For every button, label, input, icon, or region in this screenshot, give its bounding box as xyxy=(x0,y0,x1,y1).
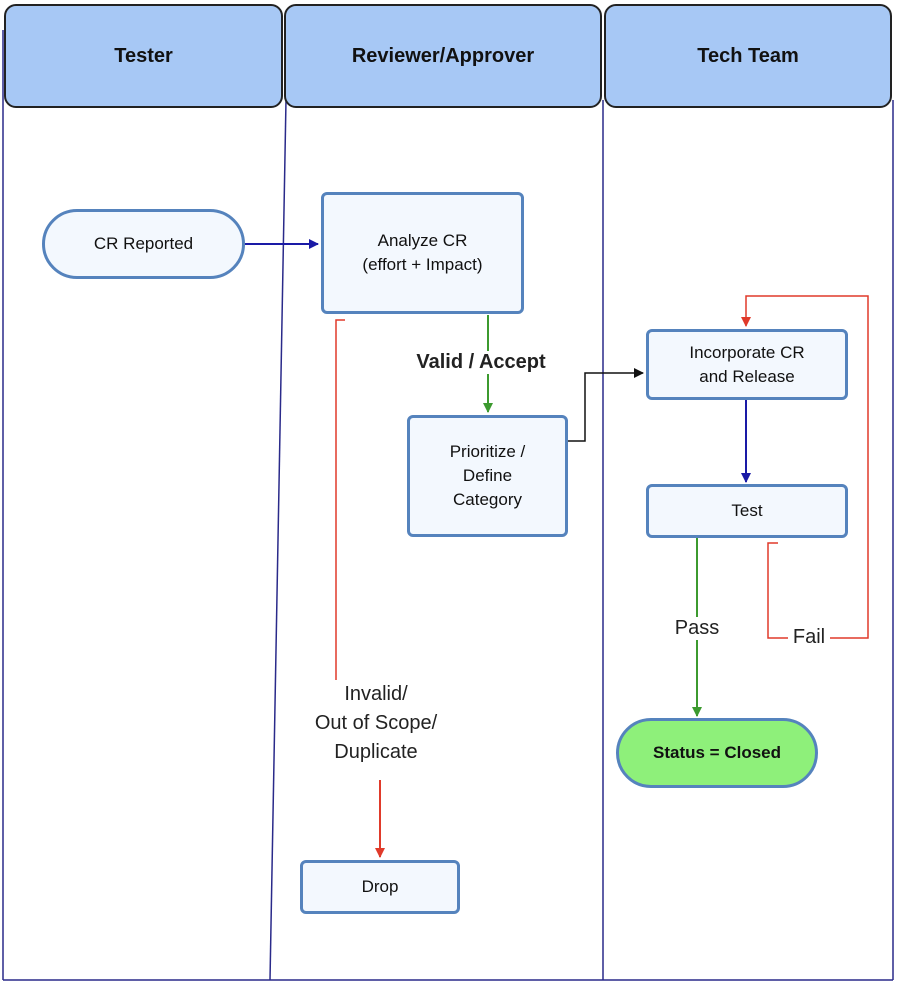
node-prioritize: Prioritize / Define Category xyxy=(407,415,568,537)
edge-fail-loop xyxy=(741,295,869,639)
node-cr-reported: CR Reported xyxy=(42,209,245,279)
lane-header-tester: Tester xyxy=(4,4,283,108)
edge-label-pass: Pass xyxy=(666,617,728,640)
edge-label-fail: Fail xyxy=(788,626,830,649)
node-incorporate-cr: Incorporate CR and Release xyxy=(646,329,848,400)
node-analyze-cr: Analyze CR (effort + Impact) xyxy=(321,192,524,314)
edge-label-invalid: Invalid/ Out of Scope/ Duplicate xyxy=(296,680,456,767)
lane-header-reviewer: Reviewer/Approver xyxy=(284,4,602,108)
edge-prioritize-to-incorporate xyxy=(568,368,644,442)
node-status-closed: Status = Closed xyxy=(616,718,818,788)
lane-header-tech-team: Tech Team xyxy=(604,4,892,108)
lane-divider-tester-reviewer xyxy=(269,99,287,981)
node-drop: Drop xyxy=(300,860,460,914)
node-test: Test xyxy=(646,484,848,538)
edge-analyze-to-drop xyxy=(335,319,345,680)
edge-label-valid-accept: Valid / Accept xyxy=(400,351,562,374)
